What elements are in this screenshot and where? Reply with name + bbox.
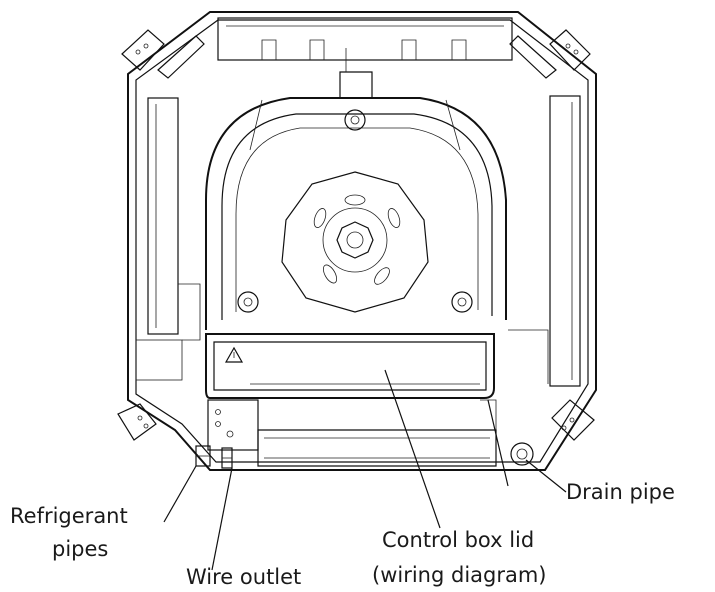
corner-bracket-top-right [509,29,591,79]
drain-pan [207,399,509,487]
control-box [205,333,495,399]
top-panel [217,17,513,61]
leader-refrigerant [163,465,197,523]
fan-housing [205,48,507,330]
leader-lines [163,369,567,571]
unit-casing [127,11,597,471]
corner-bracket-bottom-right [551,399,595,441]
right-panel [508,95,581,387]
label-control-box-lid-line1: Control box lid [382,528,535,552]
left-panel [135,97,201,381]
label-wire-outlet: Wire outlet [186,565,302,589]
leader-wire-outlet [211,467,233,571]
mounting-bolt-top [344,109,366,131]
corner-bracket-top-left [121,29,205,79]
drain-fitting [510,442,534,466]
leader-control-box [384,369,441,529]
label-refrigerant-pipes-line1: Refrigerant [10,504,128,528]
label-refrigerant-pipes-line2: pipes [52,537,109,561]
leader-drain [525,459,567,493]
label-control-box-lid-line2: (wiring diagram) [372,563,547,587]
mounting-bolt-right [451,291,473,313]
corner-bracket-bottom-left [117,403,157,441]
fan-impeller [281,171,429,313]
label-drain-pipe: Drain pipe [566,480,675,504]
warning-triangle-icon [224,346,244,363]
mounting-bolt-left [237,291,259,313]
refrigerant-fittings [195,445,233,469]
